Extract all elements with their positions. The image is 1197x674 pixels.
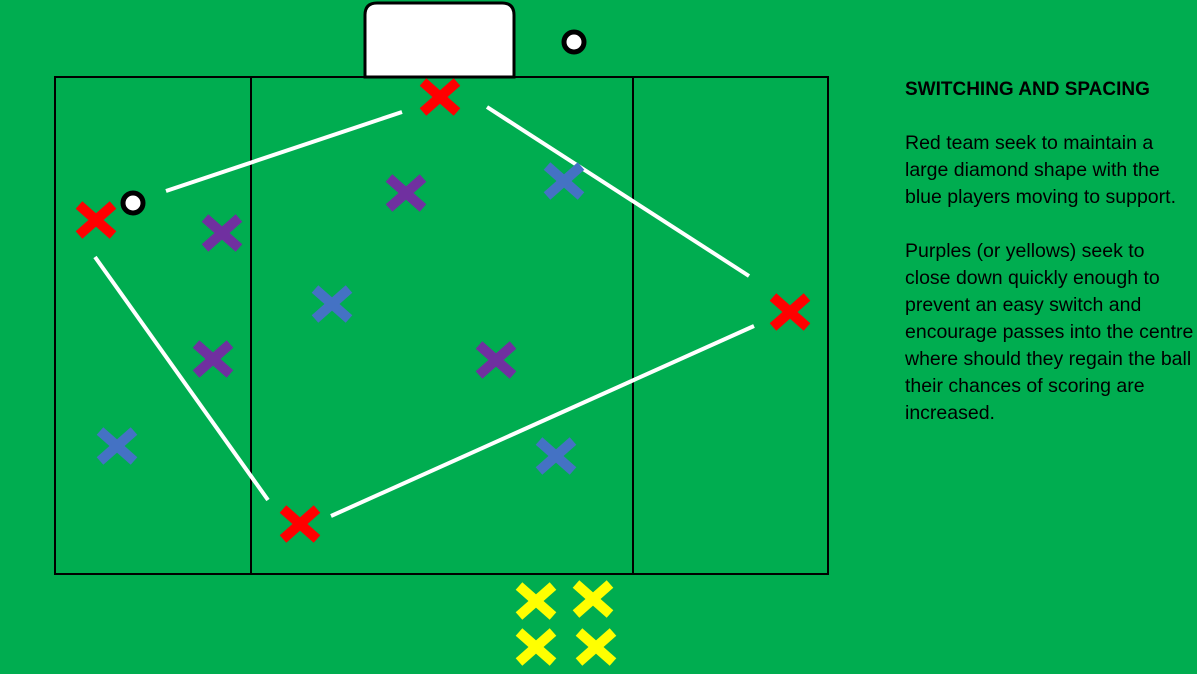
blue-player-marker — [547, 166, 581, 196]
yellow-player-marker — [576, 584, 610, 614]
pass-line — [165, 110, 403, 193]
pass-line — [485, 105, 751, 278]
yellow-player-marker — [579, 632, 613, 662]
blue-team — [100, 166, 581, 471]
purple-player-marker — [479, 345, 513, 375]
ball-icon — [561, 29, 587, 55]
red-team — [79, 82, 807, 539]
yellow-team — [519, 584, 613, 662]
diamond-passing-lines — [93, 105, 755, 518]
purple-player-marker — [205, 218, 239, 248]
blue-player-marker — [539, 441, 573, 471]
red-player-marker — [773, 297, 807, 327]
ball-icon — [120, 190, 146, 216]
description-panel: SWITCHING AND SPACING Red team seek to m… — [905, 76, 1195, 454]
purple-player-marker — [196, 344, 230, 374]
purple-team — [196, 178, 513, 375]
goal — [363, 1, 516, 79]
red-player-marker — [79, 205, 113, 235]
pitch-outline — [54, 76, 829, 575]
yellow-player-marker — [519, 586, 553, 616]
description-paragraph: Red team seek to maintain a large diamon… — [905, 132, 1176, 208]
description-paragraph: Purples (or yellows) seek to close down … — [905, 240, 1194, 424]
blue-player-marker — [315, 289, 349, 319]
red-player-marker — [423, 82, 457, 112]
central-zone — [250, 76, 634, 575]
blue-player-marker — [100, 431, 134, 461]
red-player-marker — [283, 509, 317, 539]
yellow-player-marker — [519, 632, 553, 662]
pass-line — [330, 324, 755, 518]
purple-player-marker — [389, 178, 423, 208]
pass-line — [93, 255, 270, 502]
drill-title: SWITCHING AND SPACING — [905, 79, 1150, 100]
